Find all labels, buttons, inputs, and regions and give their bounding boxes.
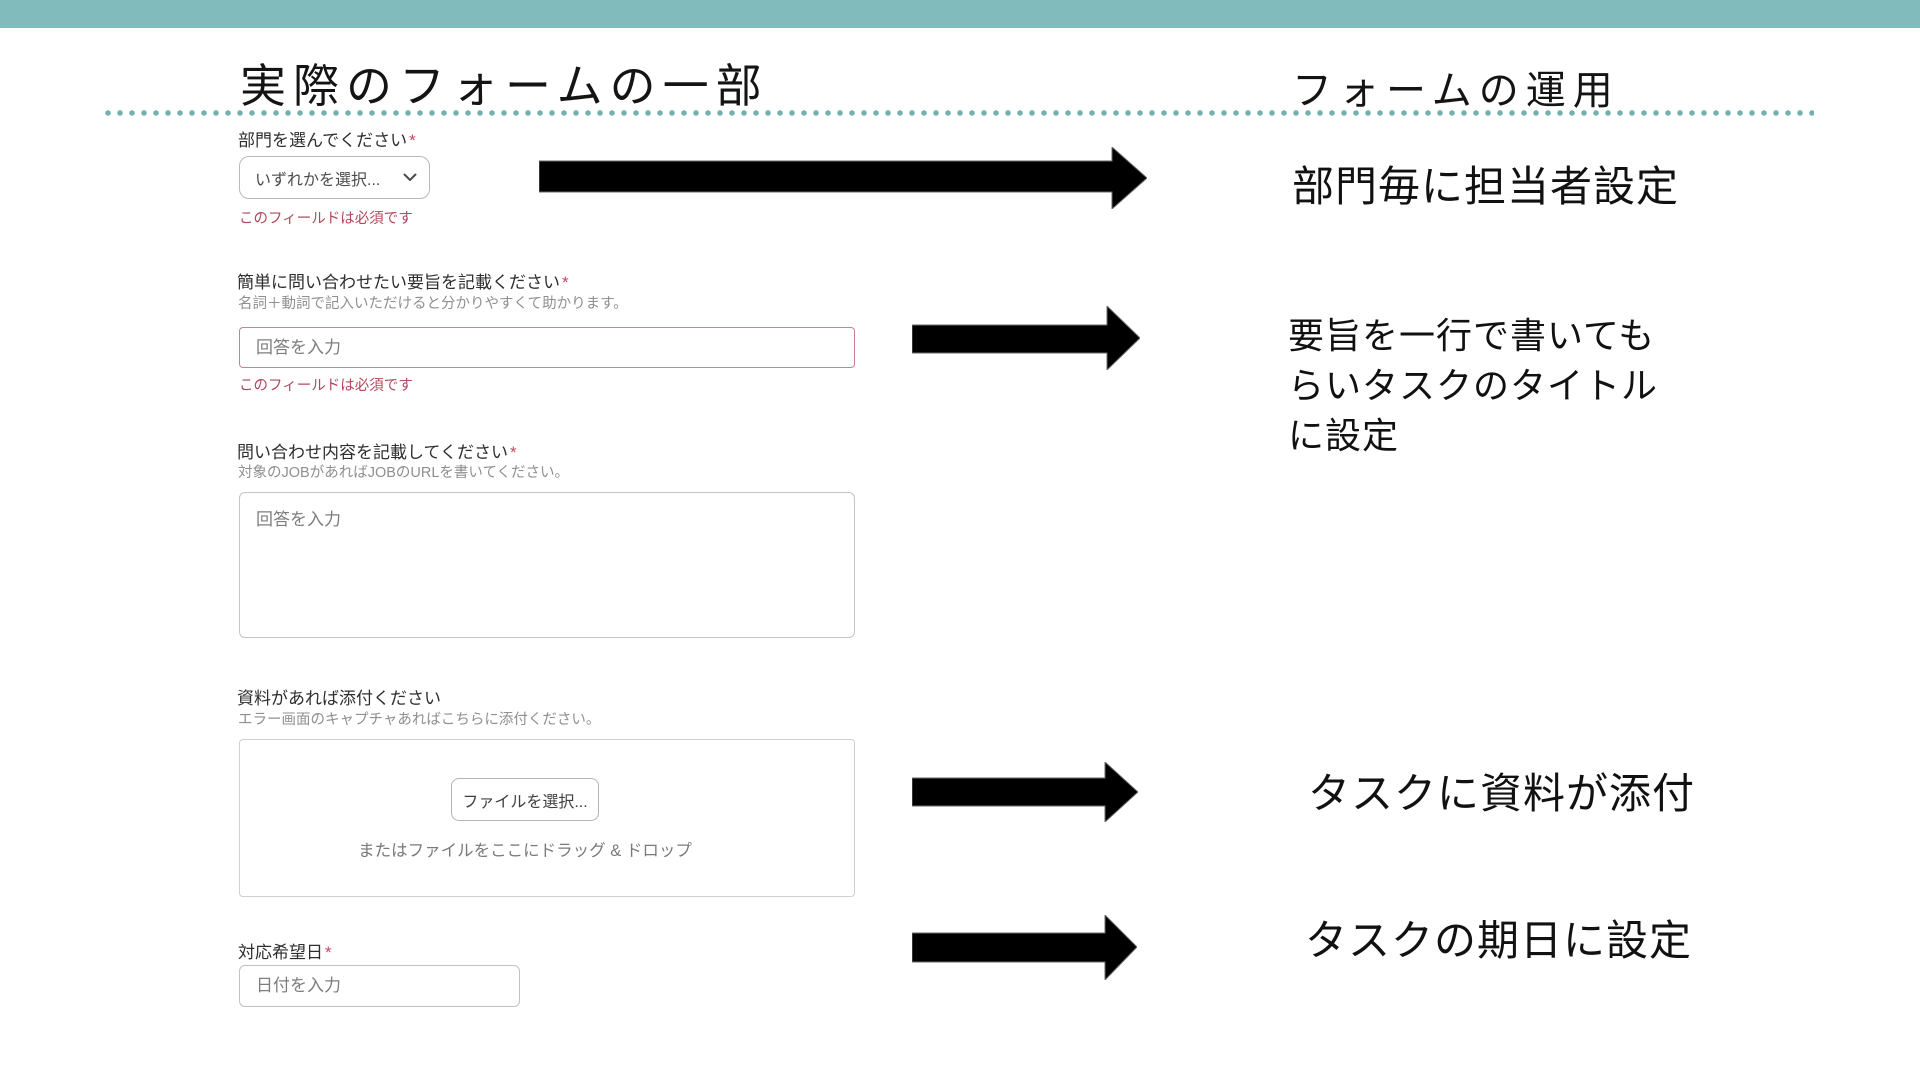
detail-textarea[interactable] [239,492,855,638]
detail-field-label: 問い合わせ内容を記載してください* [237,443,517,462]
summary-field-helper: 名詞＋動詞で記入いただけると分かりやすくて助かります。 [238,296,628,312]
page-title-form-sample: 実際のフォームの一部 [240,60,769,112]
required-asterisk: * [325,943,332,962]
summary-required-error: このフィールドは必須です [239,378,413,394]
date-field-label: 対応希望日* [238,943,332,962]
arrow-right-icon [912,306,1140,370]
annotation-attachment-to-task: タスクに資料が添付 [1308,770,1696,817]
required-asterisk: * [509,443,517,462]
file-dropzone-inner: ファイルを選択... またはファイルをここにドラッグ & ドロップ [240,740,810,896]
dotted-divider [104,109,1814,117]
chevron-down-icon [403,169,417,187]
attachment-field-label: 資料があれば添付ください [237,689,441,708]
required-asterisk: * [562,273,569,292]
drag-drop-hint: またはファイルをここにドラッグ & ドロップ [358,842,692,860]
arrow-right-icon [912,915,1137,980]
file-dropzone[interactable]: ファイルを選択... またはファイルをここにドラッグ & ドロップ [239,739,855,897]
file-select-button[interactable]: ファイルを選択... [451,778,599,821]
detail-field-helper: 対象のJOBがあればJOBのURLを書いてください。 [238,465,570,481]
department-select[interactable]: いずれかを選択... [239,156,430,199]
date-input[interactable] [239,965,520,1007]
department-required-error: このフィールドは必須です [239,211,413,227]
annotation-date-as-due-date: タスクの期日に設定 [1305,917,1693,964]
annotation-summary-as-task-title: 要旨を一行で書いても らいタスクのタイトル に設定 [1288,315,1659,456]
arrow-right-icon [539,147,1147,209]
page-title-form-operation: フォームの運用 [1292,69,1620,113]
required-asterisk: * [409,131,416,150]
department-field-label: 部門を選んでください* [238,131,416,150]
arrow-right-icon [912,762,1138,822]
attachment-field-helper: エラー画面のキャプチャあればこちらに添付ください。 [238,712,601,728]
department-select-value: いずれかを選択... [255,171,381,189]
top-accent-bar [0,0,1920,28]
summary-field-label: 簡単に問い合わせたい要旨を記載ください* [237,273,569,292]
summary-input[interactable] [239,327,855,368]
annotation-assignee-per-department: 部門毎に担当者設定 [1292,163,1680,210]
